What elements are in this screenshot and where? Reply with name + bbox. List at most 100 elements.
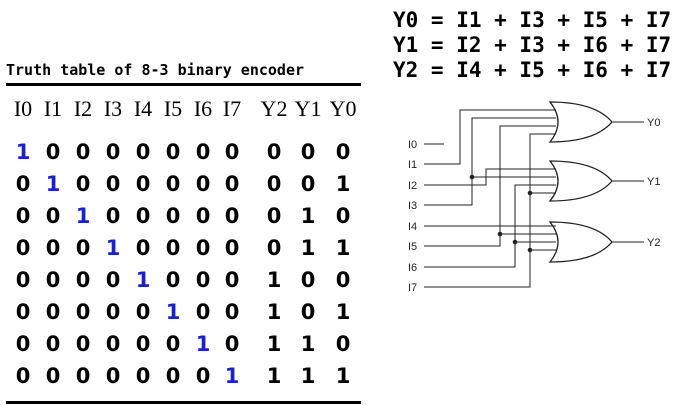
table-cell: 0 <box>75 140 91 164</box>
table-cell: 1 <box>300 204 316 228</box>
table-cell: 0 <box>165 140 181 164</box>
table-cell: 1 <box>266 268 282 292</box>
table-bottom-rule <box>6 401 361 404</box>
table-cell: 0 <box>224 300 240 324</box>
table-cell: 0 <box>105 332 121 356</box>
wire-i6 <box>424 184 556 268</box>
table-cell: 0 <box>135 364 151 388</box>
table-cell: 0 <box>105 364 121 388</box>
input-label-i7: I7 <box>408 282 417 294</box>
table-cell: 1 <box>335 364 351 388</box>
table-cell: 0 <box>165 364 181 388</box>
table-cell: 0 <box>45 268 61 292</box>
table-cell: 0 <box>45 236 61 260</box>
table-cell: 0 <box>224 140 240 164</box>
table-cell: 1 <box>224 364 240 388</box>
table-cell: 1 <box>105 236 121 260</box>
table-cell: 1 <box>266 332 282 356</box>
table-cell: 0 <box>266 140 282 164</box>
input-label-i2: I2 <box>408 180 417 192</box>
table-cell: 0 <box>15 332 31 356</box>
table-cell: 0 <box>300 172 316 196</box>
table-cell: 0 <box>195 364 211 388</box>
table-cell: 0 <box>105 268 121 292</box>
table-cell: 1 <box>266 364 282 388</box>
output-label-y2: Y2 <box>647 237 660 249</box>
table-cell: 0 <box>165 268 181 292</box>
equation-y0: Y0 = I1 + I3 + I5 + I7 <box>393 8 672 32</box>
column-header-i4: I4 <box>133 96 153 121</box>
table-cell: 0 <box>300 300 316 324</box>
wire-i7 <box>424 133 556 288</box>
column-header-y2: Y2 <box>260 96 288 121</box>
table-cell: 1 <box>266 300 282 324</box>
table-cell: 0 <box>45 140 61 164</box>
column-header-i0: I0 <box>13 96 33 121</box>
table-cell: 0 <box>300 268 316 292</box>
table-cell: 0 <box>105 172 121 196</box>
table-cell: 0 <box>75 364 91 388</box>
table-cell: 0 <box>135 300 151 324</box>
table-cell: 0 <box>165 172 181 196</box>
input-label-i6: I6 <box>408 262 417 274</box>
table-cell: 0 <box>195 172 211 196</box>
table-cell: 0 <box>224 268 240 292</box>
or-gate-y2 <box>548 221 613 263</box>
wire-i1 <box>424 109 556 165</box>
output-label-y0: Y0 <box>647 117 660 129</box>
table-cell: 0 <box>135 204 151 228</box>
junction-dot <box>527 190 533 196</box>
table-cell: 0 <box>135 332 151 356</box>
column-header-i3: I3 <box>103 96 123 121</box>
column-header-y1: Y1 <box>294 96 322 121</box>
table-cell: 0 <box>224 332 240 356</box>
table-cell: 0 <box>195 140 211 164</box>
table-cell: 1 <box>45 172 61 196</box>
table-cell: 0 <box>300 140 316 164</box>
table-cell: 0 <box>266 236 282 260</box>
table-cell: 1 <box>75 204 91 228</box>
table-cell: 0 <box>195 268 211 292</box>
table-cell: 0 <box>224 236 240 260</box>
table-cell: 0 <box>266 204 282 228</box>
table-cell: 0 <box>45 364 61 388</box>
input-label-i5: I5 <box>408 241 417 253</box>
junction-dot <box>469 174 475 180</box>
table-cell: 0 <box>45 204 61 228</box>
wire-i5 <box>424 125 556 247</box>
input-label-i3: I3 <box>408 200 417 212</box>
column-header-i1: I1 <box>43 96 63 121</box>
input-label-i0: I0 <box>408 139 417 151</box>
table-cell: 0 <box>75 300 91 324</box>
column-header-i7: I7 <box>222 96 242 121</box>
table-cell: 1 <box>300 236 316 260</box>
table-cell: 0 <box>224 172 240 196</box>
table-cell: 0 <box>105 140 121 164</box>
junction-dot <box>497 231 503 237</box>
table-cell: 1 <box>135 268 151 292</box>
output-label-y1: Y1 <box>647 176 660 188</box>
column-header-i6: I6 <box>193 96 213 121</box>
table-cell: 0 <box>335 332 351 356</box>
table-cell: 1 <box>300 364 316 388</box>
table-cell: 1 <box>165 300 181 324</box>
equation-y2: Y2 = I4 + I5 + I6 + I7 <box>393 58 672 82</box>
or-gate-y1 <box>548 160 613 202</box>
table-cell: 0 <box>195 204 211 228</box>
table-cell: 0 <box>165 204 181 228</box>
junction-dot <box>527 247 533 253</box>
table-cell: 0 <box>75 268 91 292</box>
column-header-i2: I2 <box>73 96 93 121</box>
table-cell: 0 <box>165 236 181 260</box>
table-cell: 1 <box>195 332 211 356</box>
equation-y1: Y1 = I2 + I3 + I6 + I7 <box>393 33 672 57</box>
table-top-rule <box>6 83 361 86</box>
table-cell: 0 <box>15 172 31 196</box>
table-cell: 0 <box>335 140 351 164</box>
junction-dot <box>512 239 518 245</box>
table-cell: 0 <box>195 300 211 324</box>
table-cell: 0 <box>105 300 121 324</box>
table-cell: 0 <box>135 236 151 260</box>
table-cell: 0 <box>15 268 31 292</box>
